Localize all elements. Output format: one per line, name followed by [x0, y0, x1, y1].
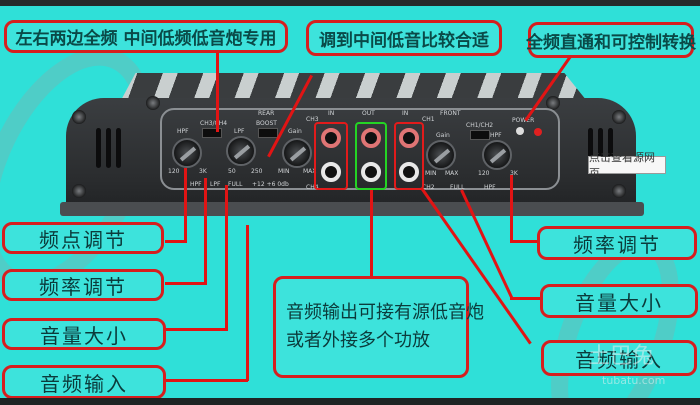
watermark-url: tubatu.com — [602, 374, 666, 387]
front-input-jack-group — [394, 122, 424, 190]
leader-line — [510, 297, 540, 300]
screw-icon — [546, 96, 560, 110]
label-mode-full: FULL — [228, 181, 243, 188]
ch1-ch2-mode-switch[interactable] — [470, 130, 490, 140]
ch3-ch4-mode-switch[interactable] — [202, 128, 222, 138]
label-ch4: CH4 — [306, 184, 319, 191]
label-front: FRONT — [440, 110, 461, 117]
boost-switch[interactable] — [258, 128, 278, 138]
callout-audio-input-left: 音频输入 — [2, 365, 166, 399]
label-in-right: IN — [402, 110, 409, 117]
label-power: POWER — [512, 117, 535, 124]
screw-icon — [72, 110, 86, 124]
callout-volume-left: 音量大小 — [2, 318, 166, 350]
callout-volume-right: 音量大小 — [540, 284, 698, 318]
callout-audio-input-right: 音频输入 — [541, 340, 697, 376]
output-jack-right[interactable] — [361, 162, 381, 182]
label-front-hpf-mode: HPF — [484, 184, 496, 191]
front-hpf-knob[interactable] — [482, 140, 512, 170]
rear-input-jack-ch4[interactable] — [321, 162, 341, 182]
callout-frequency-point-left: 频点调节 — [2, 222, 164, 254]
label-ch3-ch4-switch: CH3/CH4 — [200, 120, 228, 127]
label-ch1: CH1 — [422, 116, 435, 123]
screw-icon — [72, 184, 86, 198]
label-in-left: IN — [328, 110, 335, 117]
output-jack-left[interactable] — [361, 128, 381, 148]
vent-slot — [588, 128, 593, 168]
screw-icon — [612, 110, 626, 124]
label-front-hpf-max: 3K — [510, 170, 518, 177]
label-front-gain-min: MIN — [425, 170, 437, 177]
label-gain-front: Gain — [436, 132, 450, 139]
view-source-tooltip[interactable]: 点击查看源网页 — [588, 151, 666, 180]
image-bottom-border — [0, 398, 700, 405]
label-gain-min: MIN — [278, 168, 290, 175]
leader-line — [510, 240, 540, 243]
label-boost-values: +12 +6 0db — [252, 181, 289, 188]
callout-fullrange-passthrough: 全频直通和可控制转换 — [526, 22, 696, 58]
callout-frequency-left: 频率调节 — [2, 269, 164, 301]
vent-slot — [106, 128, 111, 168]
leader-line — [166, 379, 248, 382]
rear-gain-knob[interactable] — [282, 138, 312, 168]
label-mode-lpf: LPF — [210, 181, 221, 188]
image-top-border — [0, 0, 700, 6]
label-ch3: CH3 — [306, 116, 319, 123]
front-input-jack-ch1[interactable] — [399, 128, 419, 148]
leader-line — [165, 328, 228, 331]
label-hpf-min: 120 — [168, 168, 180, 175]
rear-input-jack-ch3[interactable] — [321, 128, 341, 148]
leader-line — [246, 225, 249, 381]
screw-icon — [612, 184, 626, 198]
label-gain-max: MAX — [303, 168, 317, 175]
callout-audio-output: 音频输出可接有源低音炮 或者外接多个功放 — [273, 276, 484, 378]
front-input-jack-ch2[interactable] — [399, 162, 419, 182]
leader-line — [165, 282, 207, 285]
leader-line — [204, 178, 207, 284]
callout-fullrange-subwoofer: 左右两边全频 中间低频低音炮专用 — [4, 20, 288, 53]
label-lpf: LPF — [234, 128, 245, 135]
leader-line — [510, 175, 513, 243]
power-led-red — [534, 128, 542, 136]
label-boost: BOOST — [256, 120, 277, 127]
vent-slot — [116, 128, 121, 168]
label-lpf-min: 50 — [228, 168, 236, 175]
front-gain-knob[interactable] — [426, 140, 456, 170]
leader-line — [225, 185, 228, 331]
label-ch2: CH2 — [422, 184, 435, 191]
label-lpf-max: 250 — [251, 168, 263, 175]
label-ch1-ch2-switch: CH1/CH2 — [466, 122, 494, 129]
callout-audio-output-line1: 音频输出可接有源低音炮 — [286, 302, 484, 323]
vent-slot — [598, 128, 603, 168]
watermark-logo: 土巴兔 — [588, 344, 655, 369]
label-mode-hpf: HPF — [190, 181, 202, 188]
label-out: OUT — [362, 110, 375, 117]
rear-input-jack-group — [314, 122, 348, 190]
leader-line — [165, 240, 187, 243]
label-hpf: HPF — [177, 128, 189, 135]
rear-lpf-knob[interactable] — [226, 136, 256, 166]
label-hpf-front: HPF — [490, 132, 502, 139]
leader-line — [216, 52, 219, 132]
label-rear: REAR — [258, 110, 275, 117]
label-hpf-max: 3K — [199, 168, 207, 175]
callout-frequency-right: 频率调节 — [537, 226, 697, 260]
callout-adjust-middle-bass: 调到中间低音比较合适 — [306, 20, 502, 56]
vent-slot — [96, 128, 101, 168]
leader-line — [370, 190, 373, 278]
output-jack-group — [355, 122, 387, 190]
rear-hpf-knob[interactable] — [172, 138, 202, 168]
callout-audio-output-line2: 或者外接多个功放 — [286, 330, 430, 351]
label-front-hpf-min: 120 — [478, 170, 490, 177]
label-gain: Gain — [288, 128, 302, 135]
label-front-gain-max: MAX — [445, 170, 459, 177]
leader-line — [184, 168, 187, 242]
power-led-white — [516, 127, 524, 135]
amplifier-base — [60, 202, 644, 216]
screw-icon — [146, 96, 160, 110]
label-front-full: FULL — [450, 184, 465, 191]
vent-slot — [608, 128, 613, 168]
